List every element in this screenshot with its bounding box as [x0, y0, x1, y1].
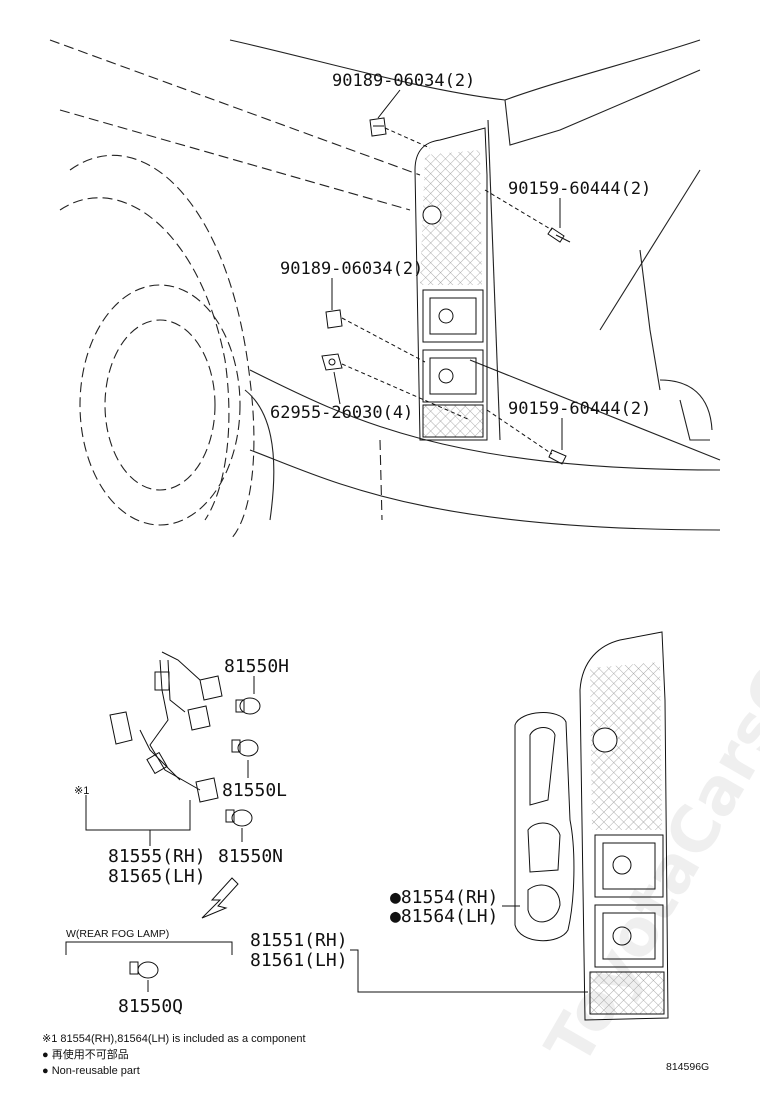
callout-clip-top: 90189-06034(2)	[332, 71, 475, 91]
fog-lamp-label: W(REAR FOG LAMP)	[66, 928, 169, 940]
screw-lower-icon[interactable]	[548, 449, 567, 465]
note-included-component: ※1 81554(RH),81564(LH) is included as a …	[42, 1033, 306, 1045]
bulb-h-icon[interactable]	[235, 697, 261, 715]
bulb-q-icon[interactable]	[129, 961, 159, 979]
callout-socket-lh: 81565(LH)	[108, 866, 206, 887]
gasket[interactable]	[514, 712, 575, 942]
clip-upper-icon[interactable]	[369, 117, 387, 137]
callout-bulb-l: 81550L	[222, 780, 287, 801]
callout-clip-mid: 90189-06034(2)	[280, 259, 423, 279]
clip-mid-icon[interactable]	[325, 309, 343, 329]
callout-gasket-lh: ●81564(LH)	[390, 906, 498, 927]
note-non-reusable-en: ● Non-reusable part	[42, 1065, 140, 1077]
callout-screw-top: 90159-60444(2)	[508, 179, 651, 199]
direction-arrow-icon	[201, 877, 239, 919]
callout-lamp-rh: 81551(RH)	[250, 930, 348, 951]
socket-harness[interactable]	[109, 651, 223, 803]
tail-lamp-exploded[interactable]	[579, 631, 669, 1021]
callout-gasket-rh: ●81554(RH)	[390, 887, 498, 908]
bulb-n-icon[interactable]	[225, 809, 253, 827]
grommet-icon[interactable]	[321, 353, 343, 371]
callout-screw-low: 90159-60444(2)	[508, 399, 651, 419]
callout-bulb-n: 81550N	[218, 846, 283, 867]
tail-lamp-installed[interactable]	[414, 127, 488, 441]
callout-bulb-q: 81550Q	[118, 996, 183, 1017]
screw-upper-icon[interactable]	[547, 227, 571, 243]
bulb-l-icon[interactable]	[231, 739, 259, 757]
vehicle-body-outline	[49, 39, 721, 541]
diagram-id: 814596G	[666, 1061, 709, 1073]
callout-lamp-lh: 81561(LH)	[250, 950, 348, 971]
callout-bulb-h: 81550H	[224, 656, 289, 677]
callout-grommet: 62955-26030(4)	[270, 403, 413, 423]
note-non-reusable-jp: ● 再使用不可部品	[42, 1047, 129, 1061]
callout-socket-rh: 81555(RH)	[108, 846, 206, 867]
reference-mark: ※1	[74, 785, 89, 797]
